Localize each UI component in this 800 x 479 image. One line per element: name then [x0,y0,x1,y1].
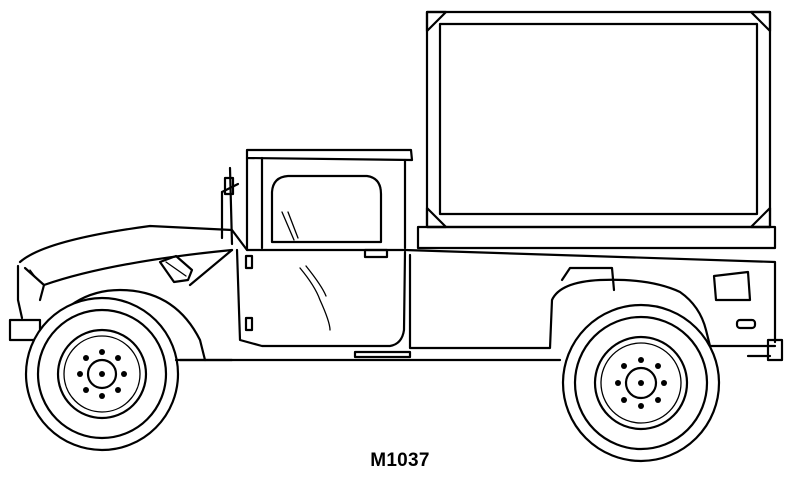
rear-wheel [561,303,721,463]
front-wheel [24,288,207,452]
hood-front [8,224,407,342]
vehicle-caption: M1037 [370,450,430,471]
cab [220,148,414,252]
body-side [44,248,784,362]
shelter-box [416,10,777,250]
